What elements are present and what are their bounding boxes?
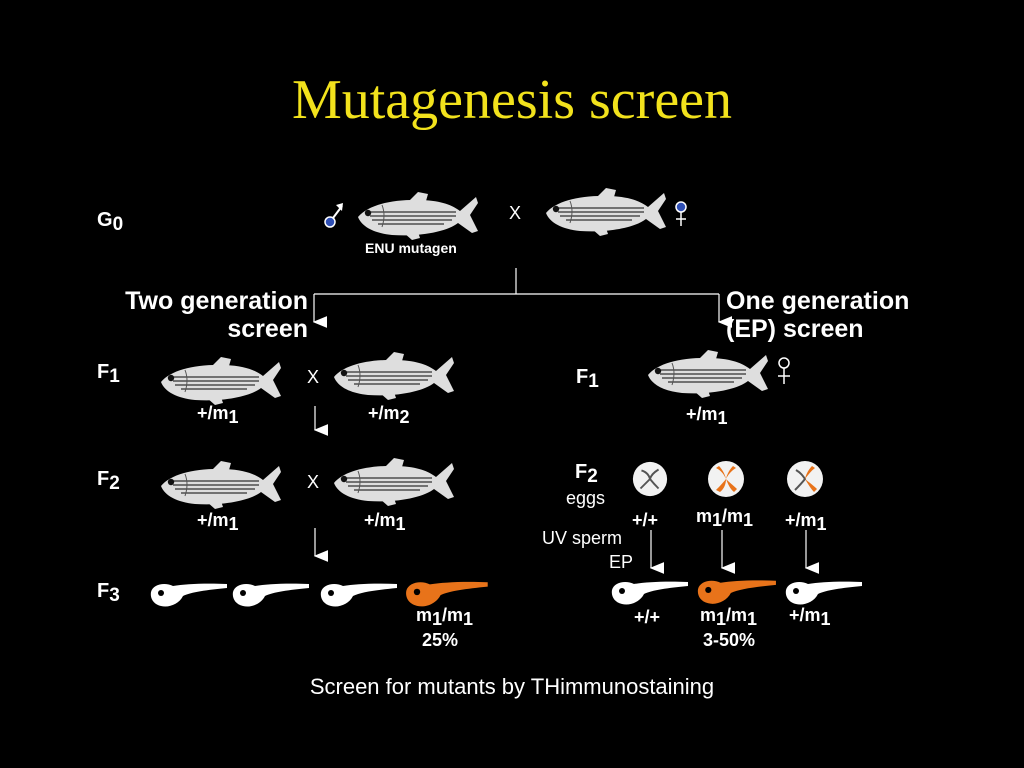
- g0-label: G0: [97, 209, 124, 235]
- left-f3-mutant-genotype: m1/m1: [416, 605, 474, 629]
- left-f3-larva-3: [320, 583, 397, 607]
- egg-genotype-mutant: m1/m1: [696, 506, 754, 530]
- g0-male-fish: [357, 191, 479, 241]
- right-larva-het: [785, 581, 862, 605]
- egg-wild-icon: [631, 460, 669, 498]
- egg-mutant-icon: [708, 461, 744, 497]
- left-f2-label: F2: [97, 468, 120, 494]
- left-f2-genotype-b: +/m1: [364, 510, 406, 534]
- branch-connector: [312, 268, 733, 328]
- left-f1-genotype-b: +/m2: [368, 403, 410, 427]
- left-f1-genotype-a: +/m1: [197, 403, 239, 427]
- right-f2-eggs-label: eggs: [566, 488, 606, 508]
- egg-genotype-wild: +/+: [632, 510, 659, 530]
- left-f2-fish-b: [333, 457, 455, 507]
- left-f2-genotype-a: +/m1: [197, 510, 239, 534]
- larva-genotype-wild: +/+: [634, 607, 661, 627]
- left-f3-larva-2: [232, 583, 309, 607]
- right-f1-label: F1: [576, 366, 599, 392]
- left-f3-label: F3: [97, 580, 120, 606]
- right-percent: 3-50%: [703, 630, 756, 650]
- left-f3-larva-mutant: [406, 581, 488, 607]
- right-larva-mutant: [697, 580, 776, 604]
- left-f1-fish-b: [333, 351, 455, 401]
- larva-genotype-het: +/m1: [789, 605, 831, 629]
- right-f1-genotype: +/m1: [686, 404, 728, 428]
- left-f1-fish-a: [160, 356, 282, 406]
- ep-label: EP: [609, 552, 634, 572]
- left-f2-fish-a: [160, 460, 282, 510]
- right-branch-heading: One generation(EP) screen: [726, 287, 910, 343]
- g0-cross-symbol: X: [509, 203, 522, 223]
- left-f2-cross-symbol: X: [307, 472, 320, 492]
- uv-sperm-label: UV sperm: [542, 528, 623, 548]
- caption: Screen for mutants by THimmunostaining: [309, 674, 715, 699]
- right-f2-label: F2: [575, 461, 598, 487]
- g0-female-fish: [545, 187, 667, 237]
- egg-het-icon: [787, 461, 823, 497]
- egg-genotype-het: +/m1: [785, 510, 827, 534]
- male-symbol-icon: [324, 203, 343, 228]
- female-symbol-icon: [675, 201, 687, 226]
- page-title: Mutagenesis screen: [291, 69, 733, 131]
- left-f1-cross-symbol: X: [307, 367, 320, 387]
- left-f3-larva-1: [150, 583, 227, 607]
- right-larva-wild: [611, 581, 688, 605]
- left-f1-label: F1: [97, 361, 120, 387]
- enu-mutagen-label: ENU mutagen: [365, 240, 457, 256]
- larva-genotype-mutant: m1/m1: [700, 605, 758, 629]
- right-f1-fish: [647, 349, 769, 399]
- left-f3-percent: 25%: [422, 630, 459, 650]
- right-female-symbol-icon: [778, 357, 790, 384]
